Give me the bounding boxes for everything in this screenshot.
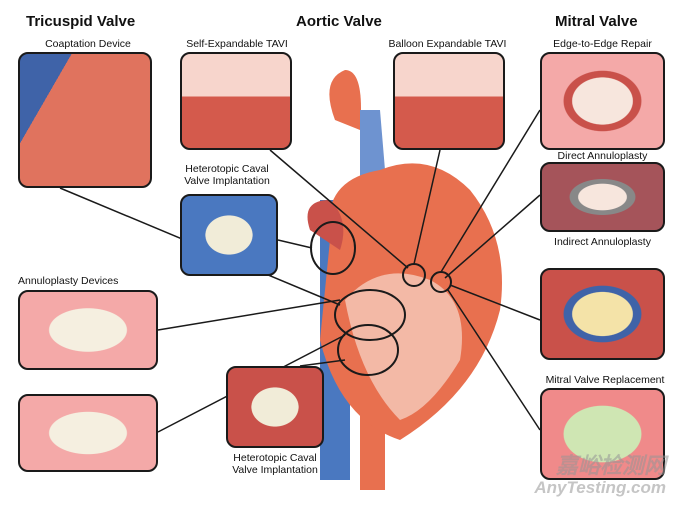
heart-chambers — [345, 273, 462, 420]
panel-annuloplasty-devices — [18, 290, 158, 370]
label-indirect-annuloplasty: Indirect Annuloplasty — [554, 236, 651, 248]
label-direct-annuloplasty: Direct Annuloplasty — [557, 150, 648, 162]
watermark: 嘉峪检测网 AnyTesting.com — [534, 453, 666, 497]
panel-mitral-valve-replacement — [540, 388, 665, 480]
panel-balloon-expandable-tavi — [393, 52, 505, 150]
label-heterotopic-bottom: Heterotopic Caval Valve Implantation — [232, 452, 318, 476]
label-balloon-tavi: Balloon Expandable TAVI — [388, 38, 507, 50]
aorta — [329, 70, 361, 130]
panel-annuloplasty-device-2 — [18, 394, 158, 472]
panel-self-expandable-tavi — [180, 52, 292, 150]
panel-indirect-annuloplasty — [540, 268, 665, 360]
panel-coaptation-device — [18, 52, 152, 188]
panel-edge-to-edge-repair — [540, 52, 665, 150]
heading-aortic: Aortic Valve — [296, 13, 382, 30]
label-self-tavi: Self-Expandable TAVI — [186, 38, 288, 50]
label-edge-to-edge: Edge-to-Edge Repair — [553, 38, 652, 50]
heading-mitral: Mitral Valve — [555, 13, 638, 30]
panel-direct-annuloplasty — [540, 162, 665, 232]
heading-tricuspid: Tricuspid Valve — [26, 13, 136, 30]
label-heterotopic-top: Heterotopic Caval Valve Implantation — [184, 163, 270, 187]
label-mitral-replacement: Mitral Valve Replacement — [545, 374, 665, 386]
panel-heterotopic-bottom — [226, 366, 324, 448]
panel-heterotopic-top — [180, 194, 278, 276]
label-annuloplasty-devices: Annuloplasty Devices — [18, 275, 119, 287]
label-coaptation: Coaptation Device — [45, 38, 131, 50]
